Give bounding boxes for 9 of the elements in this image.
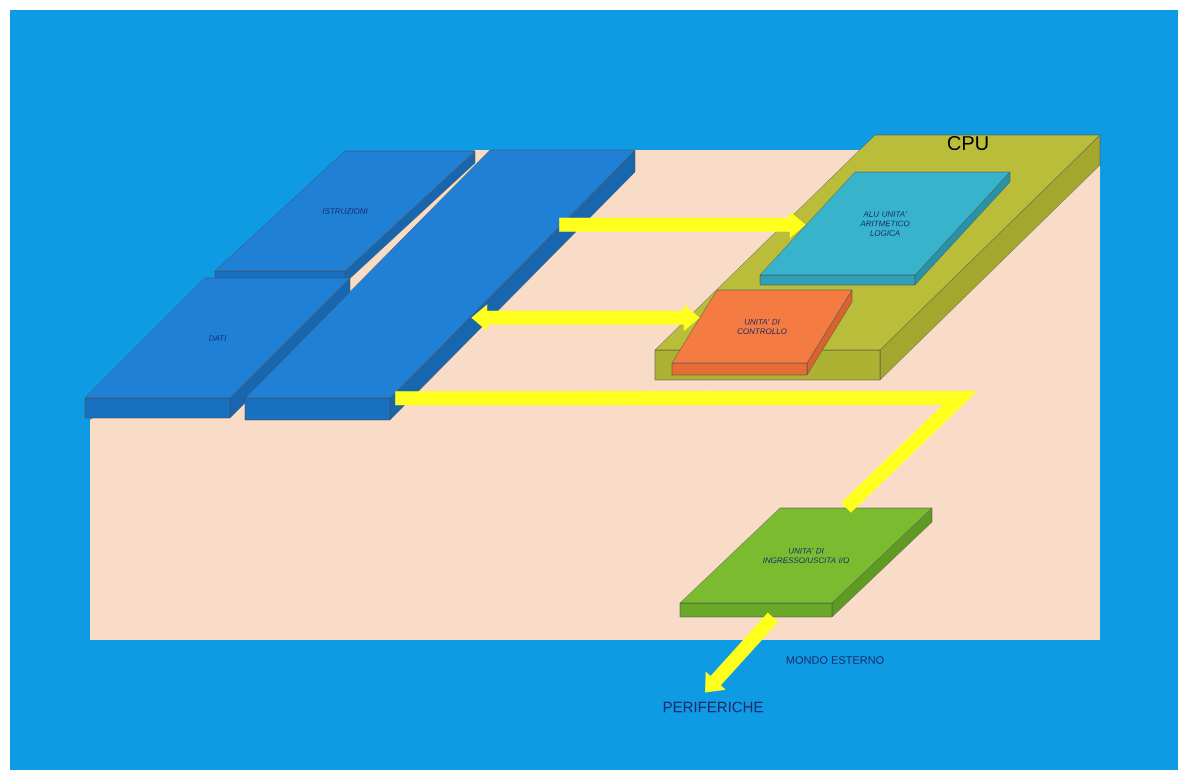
unit-slab: ALU UNITA' ARITMETICO LOGICA [759, 171, 1011, 286]
unit-slab: UNITA' DI INGRESSO/USCITA I/O [679, 507, 933, 618]
memory-slab: DATI [84, 277, 351, 419]
memory-slab: ISTRUZIONI [214, 150, 476, 284]
unit-slab: UNITA' DI CONTROLLO [671, 289, 853, 376]
bus-arrow [705, 612, 779, 693]
memory-slab [244, 149, 636, 421]
area-label: MONDO ESTERNO [786, 656, 884, 664]
device-label: PERIFERICHE [663, 701, 763, 713]
